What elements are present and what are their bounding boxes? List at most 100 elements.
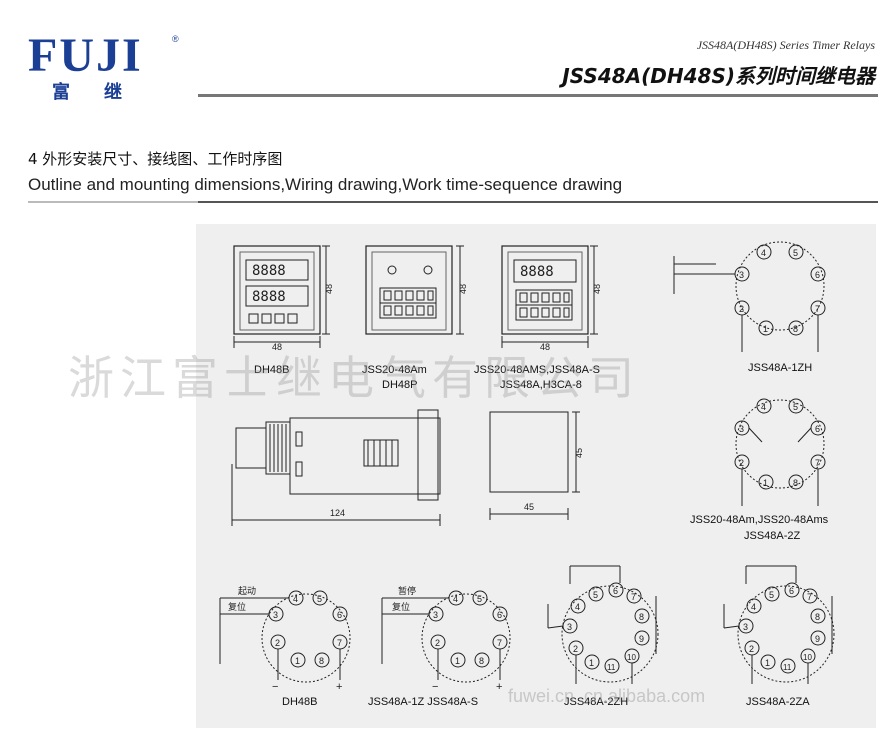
caption-wiring-2zh: JSS48A-2ZH [564, 696, 629, 708]
svg-text:+: + [496, 681, 502, 693]
svg-text:1: 1 [763, 324, 768, 334]
svg-text:7: 7 [807, 592, 812, 602]
dh48b-front-view: 8888 8888 48 48 [233, 245, 334, 352]
svg-text:5: 5 [793, 248, 798, 258]
watermark-site: fuwei.cn .cn.alibaba.com [508, 686, 706, 706]
section-rule-dark [198, 201, 878, 203]
series-title-cn: JSS48A(DH48S)系列时间继电器 [562, 64, 875, 88]
svg-text:2: 2 [739, 458, 744, 468]
svg-text:2: 2 [749, 644, 754, 654]
panel-cutout-view: 45 45 [489, 411, 584, 520]
svg-text:3: 3 [433, 610, 438, 620]
svg-text:7: 7 [815, 458, 820, 468]
caption-wiring-1z-s: JSS48A-1Z JSS48A-S [368, 696, 479, 708]
side-view: 124 [231, 409, 441, 526]
svg-text:6: 6 [337, 610, 342, 620]
svg-text:4: 4 [751, 602, 756, 612]
label-reset-2: 复位 [392, 601, 410, 613]
svg-text:−: − [272, 681, 278, 693]
display-digits-2: 8888 [252, 289, 286, 305]
svg-text:1: 1 [295, 656, 300, 666]
svg-text:5: 5 [593, 590, 598, 600]
svg-text:9: 9 [639, 634, 644, 644]
wiring-2za: 5 6 7 4 8 3 9 2 10 1 11 [723, 565, 835, 684]
dim-48-w1: 48 [272, 342, 282, 352]
dim-45-w: 45 [524, 502, 534, 512]
svg-text:7: 7 [815, 304, 820, 314]
svg-text:5: 5 [769, 590, 774, 600]
dh48p-front-view: 48 [365, 245, 468, 335]
caption-wiring-dh48b: DH48B [282, 696, 318, 708]
svg-text:8: 8 [815, 612, 820, 622]
dim-48-h1: 48 [324, 284, 334, 294]
ams-front-view: 8888 48 48 [501, 245, 602, 352]
svg-text:7: 7 [497, 638, 502, 648]
svg-text:3: 3 [567, 622, 572, 632]
drawing-panel: 8888 8888 48 48 48 8888 [196, 224, 876, 728]
svg-text:1: 1 [589, 658, 594, 668]
wiring-1z-s: 4 5 3 6 2 7 1 8 −+ 暂停 复位 [381, 585, 511, 693]
svg-text:2: 2 [739, 304, 744, 314]
svg-text:4: 4 [575, 602, 580, 612]
label-pause: 暂停 [398, 585, 416, 597]
registered-mark: ® [172, 34, 179, 44]
drawing-svg: 8888 8888 48 48 48 8888 [219, 241, 835, 693]
svg-text:6: 6 [815, 270, 820, 280]
label-reset-1: 复位 [228, 601, 246, 613]
svg-text:6: 6 [815, 424, 820, 434]
svg-text:8: 8 [793, 478, 798, 488]
caption-dh48p-front-1: JSS20-48Am [362, 364, 427, 376]
display-digits-1: 8888 [252, 263, 286, 279]
display-digits-3: 8888 [520, 264, 554, 280]
svg-text:3: 3 [273, 610, 278, 620]
svg-text:5: 5 [793, 402, 798, 412]
svg-text:2: 2 [435, 638, 440, 648]
svg-text:10: 10 [627, 653, 636, 662]
svg-text:5: 5 [317, 594, 322, 604]
svg-text:+: + [336, 681, 342, 693]
caption-ams-front-2: JSS48A,H3CA-8 [500, 379, 582, 391]
svg-text:8: 8 [319, 656, 324, 666]
svg-text:3: 3 [739, 270, 744, 280]
caption-dh48b-front: DH48B [254, 364, 290, 376]
svg-text:11: 11 [607, 663, 616, 672]
wiring-2z: 4 5 3 6 2 7 1 8 [734, 398, 826, 506]
svg-text:11: 11 [783, 663, 792, 672]
fuji-logo: FUJI ® 富继 [28, 29, 179, 104]
svg-text:6: 6 [497, 610, 502, 620]
svg-text:7: 7 [631, 592, 636, 602]
dim-48-h3: 48 [592, 284, 602, 294]
watermark-company: 浙江富士继电气有限公司 [68, 351, 640, 405]
caption-wiring-2z-1: JSS20-48Am,JSS20-48Ams [690, 514, 829, 526]
svg-text:2: 2 [275, 638, 280, 648]
svg-text:4: 4 [293, 594, 298, 604]
caption-wiring-2za: JSS48A-2ZA [746, 696, 810, 708]
svg-text:1: 1 [763, 478, 768, 488]
logo-wordmark: FUJI [28, 29, 143, 82]
svg-text:3: 3 [743, 622, 748, 632]
svg-text:1: 1 [765, 658, 770, 668]
svg-text:−: − [432, 681, 438, 693]
dim-124: 124 [330, 508, 345, 518]
caption-wiring-2z-2: JSS48A-2Z [744, 530, 801, 542]
wiring-1zh: 4 5 3 6 2 7 1 8 [673, 241, 826, 352]
svg-text:6: 6 [613, 586, 618, 596]
section-title-en: Outline and mounting dimensions,Wiring d… [28, 175, 623, 194]
series-title-en: JSS48A(DH48S) Series Timer Relays [696, 38, 875, 52]
svg-text:8: 8 [639, 612, 644, 622]
header-rule [198, 94, 878, 97]
logo-chinese: 富继 [52, 82, 156, 103]
svg-text:2: 2 [573, 644, 578, 654]
caption-wiring-1zh: JSS48A-1ZH [748, 362, 813, 374]
svg-text:1: 1 [455, 656, 460, 666]
section-title-cn: 4 外形安装尺寸、接线图、工作时序图 [28, 150, 283, 168]
svg-text:3: 3 [739, 424, 744, 434]
svg-text:10: 10 [803, 653, 812, 662]
svg-text:8: 8 [793, 324, 798, 334]
wiring-2zh: 5 6 7 4 8 3 9 2 10 1 11 [547, 565, 659, 684]
caption-ams-front-1: JSS20-48AMS,JSS48A-S [474, 364, 600, 376]
svg-text:9: 9 [815, 634, 820, 644]
svg-text:5: 5 [477, 594, 482, 604]
dim-48-w3: 48 [540, 342, 550, 352]
wiring-dh48b: 4 5 3 6 2 7 1 8 −+ 起动 复位 [219, 586, 351, 693]
